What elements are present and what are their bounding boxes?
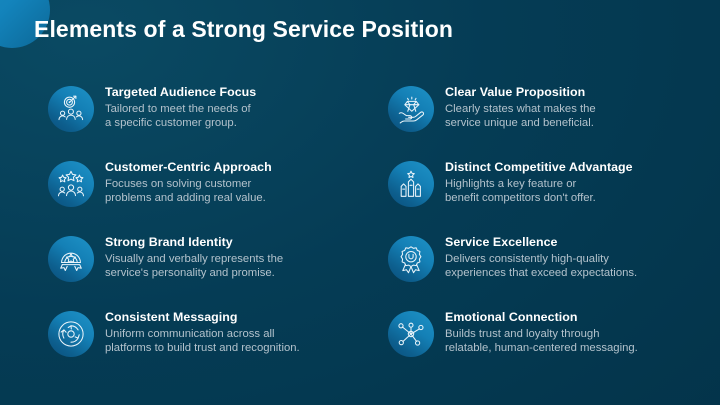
gem-in-hand-icon	[388, 86, 434, 132]
list-item-text: Customer-Centric Approach Focuses on sol…	[105, 159, 272, 205]
list-item-heading: Targeted Audience Focus	[105, 85, 257, 99]
list-item-description: Uniform communication across all platfor…	[105, 328, 300, 355]
list-item[interactable]: Distinct Competitive Advantage Highlight…	[388, 159, 720, 234]
target-audience-icon	[48, 86, 94, 132]
list-item-heading: Emotional Connection	[445, 310, 578, 324]
list-item-text: Clear Value Proposition Clearly states w…	[445, 84, 596, 130]
star-rating-people-icon	[48, 161, 94, 207]
elements-grid: Targeted Audience Focus Tailored to meet…	[0, 84, 720, 384]
list-item-description: Delivers consistently high-quality exper…	[445, 253, 638, 280]
growth-arrows-star-icon	[388, 161, 434, 207]
list-item-text: Targeted Audience Focus Tailored to meet…	[105, 84, 256, 130]
list-item-description: Focuses on solving customer problems and…	[105, 178, 266, 205]
list-item-description: Highlights a key feature or benefit comp…	[445, 178, 596, 205]
list-item-heading: Customer-Centric Approach	[105, 160, 272, 174]
list-item-text: Distinct Competitive Advantage Highlight…	[445, 159, 633, 205]
list-item-description: Clearly states what makes the service un…	[445, 103, 596, 130]
cycle-arrows-icon	[48, 311, 94, 357]
list-item-description: Builds trust and loyalty through relatab…	[445, 328, 638, 355]
list-item[interactable]: Service Excellence Delivers consistently…	[388, 234, 720, 309]
list-item-description: Tailored to meet the needs of a specific…	[105, 103, 251, 130]
badge-ribbon-star-icon	[48, 236, 94, 282]
list-item-heading: Consistent Messaging	[105, 310, 238, 324]
list-item-text: Emotional Connection Builds trust and lo…	[445, 309, 638, 355]
list-item-heading: Service Excellence	[445, 235, 558, 249]
list-item[interactable]: Emotional Connection Builds trust and lo…	[388, 309, 720, 384]
page-title: Elements of a Strong Service Position	[34, 16, 454, 42]
list-item-text: Consistent Messaging Uniform communicati…	[105, 309, 300, 355]
list-item[interactable]: Targeted Audience Focus Tailored to meet…	[48, 84, 388, 159]
list-item[interactable]: Strong Brand Identity Visually and verba…	[48, 234, 388, 309]
list-item[interactable]: Consistent Messaging Uniform communicati…	[48, 309, 388, 384]
list-item-heading: Strong Brand Identity	[105, 235, 233, 249]
award-medal-icon	[388, 236, 434, 282]
list-item-text: Strong Brand Identity Visually and verba…	[105, 234, 283, 280]
list-item-text: Service Excellence Delivers consistently…	[445, 234, 637, 280]
list-item[interactable]: Customer-Centric Approach Focuses on sol…	[48, 159, 388, 234]
list-item[interactable]: Clear Value Proposition Clearly states w…	[388, 84, 720, 159]
list-item-heading: Clear Value Proposition	[445, 85, 586, 99]
list-item-description: Visually and verbally represents the ser…	[105, 253, 284, 280]
network-nodes-icon	[388, 311, 434, 357]
list-item-heading: Distinct Competitive Advantage	[445, 160, 633, 174]
